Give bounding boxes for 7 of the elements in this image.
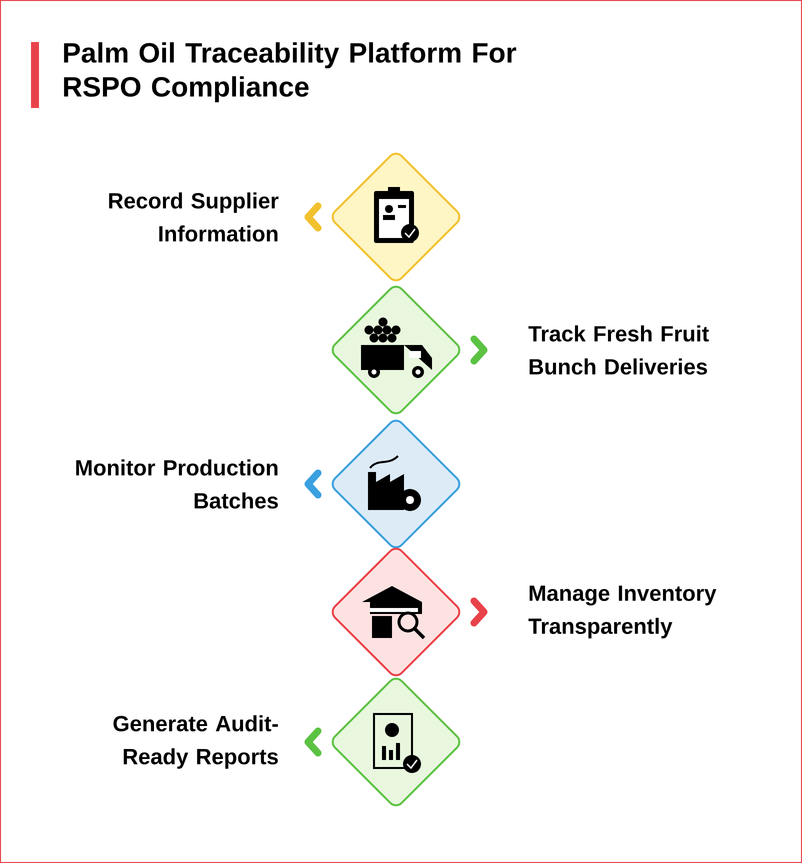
step-label: Manage Inventory Transparently (528, 586, 716, 638)
step-label: Track Fresh Fruit Bunch Deliveries (528, 325, 709, 375)
step-label: Monitor Production Batches (76, 459, 278, 509)
title: Palm Oil Traceability Platform For RSPO Compliance (64, 42, 516, 102)
step-label: Generate Audit-Ready Reports (113, 715, 278, 769)
diamond-tile (332, 678, 460, 806)
step-label: Record Supplier Information (109, 192, 278, 242)
